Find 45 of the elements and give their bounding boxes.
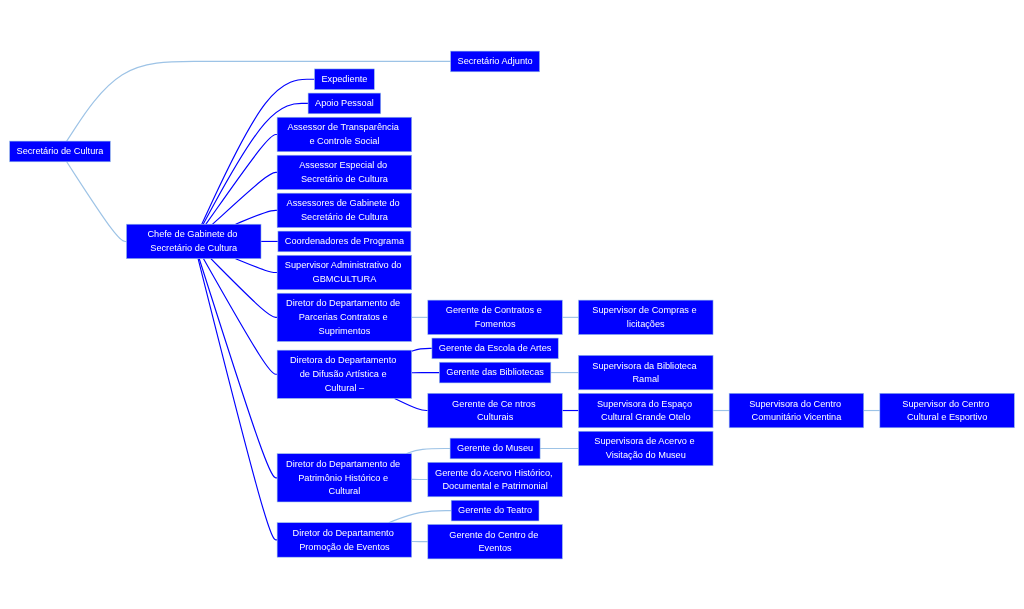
connector	[66, 60, 452, 142]
node-box: Supervisor do Centro Cultural e Esportivo	[879, 392, 1015, 428]
connector	[201, 78, 316, 225]
node-box: Supervisora da Biblioteca Ramal	[578, 354, 714, 390]
node-box: Diretor do Departamento de Patrimônio Histórico e Cultural	[276, 452, 412, 502]
node-box: Gerente do Teatro	[450, 499, 540, 521]
node-box: Gerente do Acervo Histórico, Documental e Patrimonial	[427, 461, 563, 497]
node-box: Expediente	[314, 68, 375, 90]
node-box: Assessores de Gabinete do Secretário de Cultura	[276, 192, 412, 228]
node-box: Supervisor de Compras e licitações	[578, 299, 714, 335]
connector	[212, 171, 278, 225]
node-box: Assessor de Transparência e Controle Social	[276, 116, 412, 152]
connector	[394, 397, 429, 411]
connector	[197, 257, 278, 540]
node-box: Gerente do Museu	[449, 437, 541, 459]
node-box: Gerente de Ce ntros Culturais	[427, 392, 563, 428]
connector	[66, 160, 128, 242]
node-box: Secretário Adjunto	[450, 50, 540, 72]
connector	[411, 371, 440, 373]
connector	[388, 509, 452, 523]
node-box: Chefe de Gabinete do Secretário de Cultura	[126, 223, 262, 259]
connector	[210, 257, 278, 318]
node-box: Gerente do Centro de Eventos	[427, 523, 563, 559]
node-box: Supervisora de Acervo e Visitação do Museu	[578, 430, 714, 466]
node-box: Diretora do Departamento de Difusão Artística e Cultural –	[276, 349, 412, 399]
node-box: Secretário de Cultura	[9, 140, 111, 162]
connector	[198, 257, 278, 478]
connector	[550, 371, 580, 373]
node-box: Assessor Especial do Secretário de Cultura	[276, 154, 412, 190]
node-box: Supervisor Administrativo do GBMCULTURA	[276, 254, 412, 290]
node-box: Apoio Pessoal	[307, 92, 382, 114]
node-box: Gerente de Contratos e Fomentos	[427, 299, 563, 335]
connector	[411, 347, 433, 352]
node-box: Coordenadores de Programa	[277, 230, 412, 252]
node-box: Supervisora do Espaço Cultural Grande Otelo	[578, 392, 714, 428]
node-box: Supervisora do Centro Comunitário Vicentina	[728, 392, 864, 428]
connector	[539, 447, 580, 449]
connector	[202, 257, 278, 375]
node-box: Diretor do Departamento de Parcerias Contratos e Suprimentos	[276, 292, 412, 342]
node-box: Diretor do Departamento Promoção de Eventos	[276, 521, 412, 557]
node-box: Gerente das Bibliotecas	[439, 361, 552, 383]
connector	[235, 257, 278, 273]
node-box: Gerente da Escola de Artes	[431, 337, 559, 359]
connector	[205, 133, 278, 225]
connector	[202, 102, 309, 225]
